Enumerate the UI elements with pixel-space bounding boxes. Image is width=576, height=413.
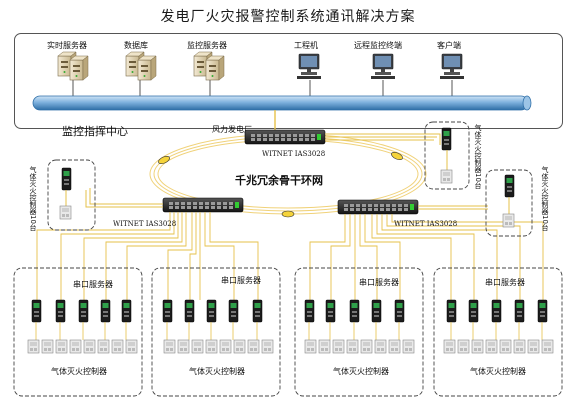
- server-icon: [57, 51, 89, 81]
- serial-server-icon: [61, 167, 72, 191]
- group-3-server-label: 串口服务器: [359, 278, 399, 287]
- device-label-database: 数据库: [124, 41, 148, 50]
- group-1-server-label: 串口服务器: [73, 280, 113, 289]
- wind-plant-label: 风力发电厂: [212, 125, 252, 134]
- switch-label-left: WITNET IAS3028: [113, 220, 177, 228]
- controller-icon: [440, 169, 453, 184]
- group-2-controller-label: 气体灭火控制器: [189, 367, 245, 376]
- group-1-controller-label: 气体灭火控制器: [51, 367, 107, 376]
- server-icon: [193, 51, 225, 81]
- device-label-monitor-server: 监控服务器: [187, 41, 227, 50]
- controller-icon: [502, 213, 515, 228]
- controller-icon: [443, 339, 554, 354]
- side-label-right-bottom: 气体灭火控制器10台: [541, 166, 549, 231]
- group-box-2: [151, 267, 281, 397]
- side-box-right-top: [424, 121, 470, 190]
- controller-icon: [304, 339, 415, 354]
- device-label-client: 客户端: [437, 41, 461, 50]
- controller-icon: [59, 205, 72, 220]
- group-3-controller-label: 气体灭火控制器: [333, 367, 389, 376]
- controller-icon: [27, 339, 138, 354]
- serial-server-icon: [31, 299, 132, 323]
- switch-left: [162, 197, 244, 213]
- workstation-icon: [296, 53, 322, 80]
- ring-label: 千兆冗余骨干环网: [235, 174, 323, 187]
- side-box-right-bottom: [485, 169, 533, 237]
- workstation-icon: [439, 53, 465, 80]
- switch-label-top: WITNET IAS3028: [262, 150, 326, 158]
- control-center-box: [14, 33, 563, 129]
- switch-right: [337, 199, 419, 215]
- group-box-3: [294, 267, 424, 397]
- serial-server-icon: [504, 174, 515, 198]
- switch-top: [244, 129, 326, 145]
- side-box-left: [47, 159, 96, 231]
- diagram-title: 发电厂火灾报警控制系统通讯解决方案: [160, 9, 416, 25]
- group-box-1: [13, 267, 143, 397]
- device-label-engineering: 工程机: [294, 41, 318, 50]
- switch-label-right: WITNET IAS3028: [394, 220, 458, 228]
- device-label-remote-terminal: 远程监控终端: [354, 41, 402, 50]
- controller-icon: [163, 339, 274, 354]
- group-2-server-label: 串口服务器: [221, 276, 261, 285]
- control-center-label: 监控指挥中心: [62, 125, 128, 138]
- group-4-server-label: 串口服务器: [485, 278, 525, 287]
- network-bus: [32, 95, 532, 111]
- side-label-left: 气体灭火控制器10台: [29, 166, 37, 231]
- device-label-realtime-server: 实时服务器: [47, 41, 87, 50]
- side-label-right-top: 气体灭火控制器10台: [474, 124, 482, 189]
- workstation-icon: [370, 53, 396, 80]
- serial-server-icon: [446, 299, 548, 323]
- serial-server-icon: [304, 299, 405, 323]
- serial-server-icon: [441, 127, 452, 151]
- serial-server-icon: [162, 299, 263, 323]
- group-4-controller-label: 气体灭火控制器: [470, 367, 526, 376]
- server-icon: [125, 51, 157, 81]
- group-box-4: [433, 267, 563, 397]
